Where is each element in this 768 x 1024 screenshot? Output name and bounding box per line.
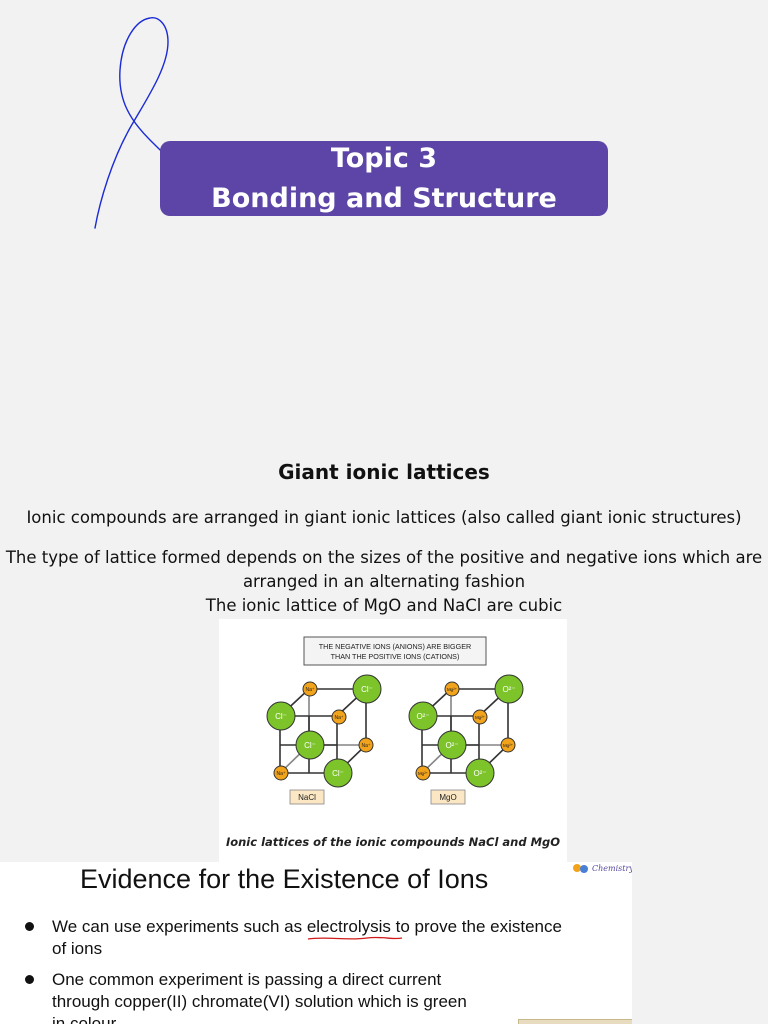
nacl-ions: Cl⁻ Na⁺ Cl⁻ Na⁺ Cl⁻ Na⁺ Na⁺ Cl⁻ bbox=[266, 674, 382, 788]
nacl-cation-label: Na⁺ bbox=[334, 715, 343, 721]
figure-caption: Ionic lattices of the ionic compounds Na… bbox=[225, 835, 561, 849]
bullet-2-line-1: One common experiment is passing a direc… bbox=[52, 970, 442, 989]
electrolysis-text: electrolysis bbox=[306, 917, 391, 936]
nacl-anion bbox=[295, 730, 325, 760]
nacl-cation bbox=[331, 709, 347, 725]
bullet-item-2: One common experiment is passing a direc… bbox=[25, 969, 612, 1024]
nacl-anion-label: Cl⁻ bbox=[332, 769, 344, 778]
nacl-cation bbox=[273, 765, 289, 781]
mgo-anion-label: O²⁻ bbox=[473, 769, 486, 778]
nacl-anion-label: Cl⁻ bbox=[361, 685, 373, 694]
bullet-2-line-3: in colour bbox=[52, 1014, 117, 1024]
electrolysis-word: electrolysis bbox=[306, 917, 402, 940]
bullet-dot-icon bbox=[25, 975, 34, 984]
mgo-cation-label: Mg²⁺ bbox=[503, 743, 514, 748]
mgo-anion bbox=[437, 730, 467, 760]
mgo-anion-label: O²⁻ bbox=[445, 741, 458, 750]
nacl-anion-label: Cl⁻ bbox=[304, 741, 316, 750]
nacl-cube-edges bbox=[279, 688, 367, 774]
logo-icon bbox=[573, 864, 588, 873]
nacl-anion bbox=[352, 674, 382, 704]
nacl-label: NaCl bbox=[298, 793, 316, 802]
nacl-cation bbox=[302, 681, 318, 697]
section-heading: Giant ionic lattices bbox=[278, 460, 490, 484]
nacl-cation-label: Na⁺ bbox=[305, 687, 314, 693]
mgo-anion bbox=[494, 674, 524, 704]
bullet-item-1: We can use experiments such as electroly… bbox=[25, 916, 612, 960]
nacl-cation bbox=[358, 737, 374, 753]
mgo-cation bbox=[444, 681, 460, 697]
mgo-anion-label: O²⁻ bbox=[416, 712, 429, 721]
nacl-anion-label: Cl⁻ bbox=[275, 712, 287, 721]
bullet-1-line-2: of ions bbox=[52, 939, 103, 958]
mgo-cation bbox=[472, 709, 488, 725]
mgo-cube-edges bbox=[421, 688, 509, 774]
mgo-anion bbox=[408, 701, 438, 731]
paragraph-2-line-3: The ionic lattice of MgO and NaCl are cu… bbox=[205, 596, 563, 615]
note-line-1: THE NEGATIVE IONS (ANIONS) ARE BIGGER bbox=[319, 642, 471, 651]
bullet-2-line-2: through copper(II) chromate(VI) solution… bbox=[52, 992, 467, 1011]
evidence-slide: Evidence for the Existence of Ions Chemi… bbox=[0, 862, 632, 1024]
title-banner: Topic 3 Bonding and Structure bbox=[160, 141, 608, 216]
ionic-lattice-figure: THE NEGATIVE IONS (ANIONS) ARE BIGGER TH… bbox=[219, 619, 567, 862]
slide-corner-image bbox=[518, 1019, 632, 1024]
slide-title: Evidence for the Existence of Ions bbox=[80, 864, 489, 894]
paragraph-2: The type of lattice formed depends on th… bbox=[0, 546, 768, 618]
mgo-cation bbox=[500, 737, 516, 753]
mgo-label: MgO bbox=[439, 793, 456, 802]
chemistry-logo: Chemistry bbox=[572, 862, 632, 878]
nacl-label-box bbox=[289, 789, 325, 805]
nacl-cation-label: Na⁺ bbox=[276, 771, 285, 777]
bullet-1-text-a: We can use experiments such as bbox=[52, 917, 307, 936]
mgo-cation-label: Mg²⁺ bbox=[447, 687, 458, 692]
mgo-cation-label: Mg²⁺ bbox=[418, 771, 429, 776]
mgo-label-box bbox=[430, 789, 466, 805]
note-box bbox=[303, 636, 487, 666]
mgo-anion-label: O²⁻ bbox=[502, 685, 515, 694]
paragraph-2-line-1: The type of lattice formed depends on th… bbox=[5, 548, 763, 567]
nacl-anion bbox=[266, 701, 296, 731]
logo-text: Chemistry bbox=[592, 864, 632, 873]
mgo-anion bbox=[465, 758, 495, 788]
mgo-cation-label: Mg²⁺ bbox=[475, 715, 486, 720]
mgo-ions: O²⁻ Mg²⁺ O²⁻ Mg²⁺ O²⁻ Mg²⁺ Mg²⁺ O²⁻ bbox=[408, 674, 524, 788]
lattice-diagram: THE NEGATIVE IONS (ANIONS) ARE BIGGER TH… bbox=[266, 636, 524, 805]
paragraph-1: Ionic compounds are arranged in giant io… bbox=[26, 508, 742, 527]
mgo-cation bbox=[415, 765, 431, 781]
nacl-cation-label: Na⁺ bbox=[361, 743, 370, 749]
topic-number: Topic 3 bbox=[330, 143, 438, 174]
red-underline bbox=[307, 936, 402, 940]
paragraph-2-line-2: arranged in an alternating fashion bbox=[242, 572, 526, 591]
bullet-1-text-b: to prove the existence bbox=[390, 917, 562, 936]
bullet-dot-icon bbox=[25, 922, 34, 931]
topic-title: Bonding and Structure bbox=[211, 183, 557, 214]
nacl-anion bbox=[323, 758, 353, 788]
note-line-2: THAN THE POSITIVE IONS (CATIONS) bbox=[331, 652, 460, 661]
